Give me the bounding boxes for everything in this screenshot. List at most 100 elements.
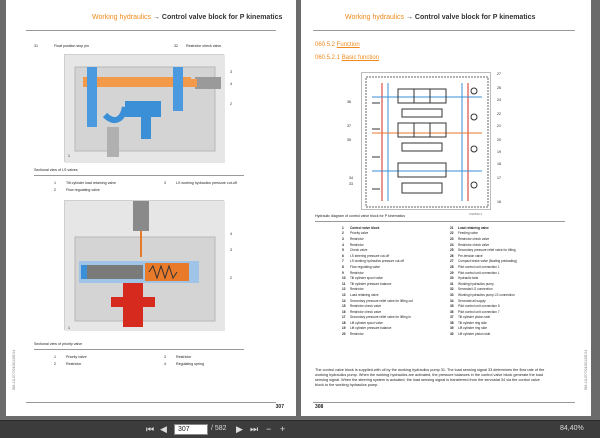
legend-number: 9	[342, 270, 344, 275]
header-title: Control valve block for P kinematics	[414, 14, 536, 21]
legend-number: 33	[450, 292, 454, 297]
fig1-legend-3-t: LS working hydraulics pressure cut-off	[176, 181, 237, 185]
fig1-legend-1-n: 1	[54, 181, 56, 185]
legend-number: 34	[450, 298, 454, 303]
header-section: Working hydraulics	[92, 14, 152, 21]
legend-text: Control valve block	[350, 225, 380, 230]
legend-text: Servostat all supply	[458, 298, 486, 303]
fig1-caption-rule	[34, 175, 244, 176]
page-307: Working hydraulics → Control valve block…	[6, 0, 296, 416]
legend-number: 30	[450, 276, 454, 281]
first-page-icon[interactable]: ⏮	[146, 424, 155, 434]
zoom-level[interactable]: 84,40%	[560, 425, 584, 432]
fig2-legend-2-t: Restrictor	[66, 362, 82, 366]
legend-number: 14	[342, 298, 346, 303]
page-total: / 582	[211, 425, 227, 432]
diagram-callout-18: 18	[497, 162, 501, 166]
diagram-caption-rule	[315, 221, 565, 222]
legend-text: Secondary pressure relief valve for lift…	[350, 298, 413, 303]
legend-text: Pilot control unit connection 5	[458, 304, 500, 309]
legend-text: Servostat LS connection	[458, 287, 493, 292]
header-arrow: →	[405, 14, 413, 21]
section-heading: 060.5.2 Function	[315, 42, 360, 48]
fig2-caption-rule	[34, 349, 244, 350]
body-paragraph: The control valve block is supplied with…	[315, 368, 545, 387]
legend-row: 13 Load retaining valve 33 Working hydrauli…	[341, 292, 557, 298]
diagram-callout-35: 35	[347, 138, 351, 142]
legend-number: 37	[450, 315, 454, 320]
prev-page-icon[interactable]: ◀	[160, 424, 167, 434]
hydraulic-schematic	[365, 76, 489, 208]
legend-number: 8	[342, 264, 344, 269]
header-rule	[313, 30, 575, 31]
legend-number: 25	[450, 248, 454, 253]
zoom-in-icon[interactable]: +	[280, 424, 286, 434]
zoom-out-icon[interactable]: −	[266, 424, 272, 434]
fig1-callout-4: 4	[230, 82, 232, 86]
fig1-label-31-num: 31	[34, 44, 38, 48]
diagram-callout-36: 36	[347, 100, 351, 104]
legend-text: Tilt cylinder spool valve	[350, 276, 383, 281]
fig1-legend-2-t: Flow regulating valve	[66, 188, 100, 192]
diagram-callout-33: 33	[349, 182, 353, 186]
page-number-input[interactable]: 307	[174, 424, 208, 435]
fig2-callout-3: 3	[230, 248, 232, 252]
figure-ls-valves	[64, 54, 225, 163]
footer-rule	[313, 402, 575, 403]
fig1-label-32-num: 32	[174, 44, 178, 48]
legend-number: 3	[342, 236, 344, 241]
legend-text: Restrictor check valve	[350, 304, 382, 309]
document-viewer[interactable]: Working hydraulics → Control valve block…	[0, 0, 600, 420]
legend-text: Lift cylinder spool valve	[350, 320, 383, 325]
legend-text: Load retaining valve	[350, 292, 379, 297]
legend-number: 27	[450, 259, 454, 264]
legend-text: Working hydraulics pump LS connection	[458, 292, 515, 297]
legend-number: 4	[342, 242, 344, 247]
fig2-legend-4-t: Regulating spring	[176, 362, 204, 366]
legend-text: Secondary pressure relief valve for lift…	[350, 315, 411, 320]
legend-number: 2	[342, 231, 344, 236]
legend-number: 12	[342, 287, 346, 292]
legend-number: 16	[342, 309, 346, 314]
fig1-label-32-text: Restrictor check valve	[186, 44, 222, 48]
fig1-label-31-text: Float position stop pin	[54, 44, 89, 48]
legend-text: Pilot control unit connection 7	[458, 309, 500, 314]
fig2-callout-1: 1	[68, 326, 70, 330]
legend-text: Pilot control unit connection L	[458, 270, 500, 275]
legend-text: Lift cylinder pressure balance	[350, 326, 392, 331]
diagram-callout-26: 26	[497, 86, 501, 90]
fig1-callout-2: 2	[230, 102, 232, 106]
legend-number: 18	[342, 320, 346, 325]
legend-number: 28	[450, 264, 454, 269]
legend-number: 26	[450, 253, 454, 258]
diagram-callout-21: 21	[497, 124, 501, 128]
legend-number: 22	[450, 231, 454, 236]
legend-text: Flow regulating valve	[350, 264, 380, 269]
legend-number: 6	[342, 253, 344, 258]
legend-number: 39	[450, 326, 454, 331]
legend-number: 15	[342, 304, 346, 309]
side-doc-code: SM-11107/7/04/2012/E/14	[12, 349, 16, 390]
fig2-caption: Sectional view of priority valve	[34, 342, 83, 346]
legend-number: 13	[342, 292, 346, 297]
diagram-code: CS051C1	[469, 212, 483, 216]
legend-text: Lift cylinder ring side	[458, 326, 488, 331]
fig2-legend-3-t: Restrictor	[176, 355, 192, 359]
legend-number: 31	[450, 281, 454, 286]
legend-text: Restrictor	[350, 236, 364, 241]
header-arrow: →	[152, 14, 160, 21]
legend-text: Tilt cylinder ring side	[458, 320, 487, 325]
footer-rule	[26, 402, 276, 403]
legend-text: Pilot control unit connection 1	[458, 264, 500, 269]
next-page-icon[interactable]: ▶	[236, 424, 243, 434]
legend-text: Feeding valve	[458, 231, 478, 236]
last-page-icon[interactable]: ⏭	[250, 424, 259, 434]
